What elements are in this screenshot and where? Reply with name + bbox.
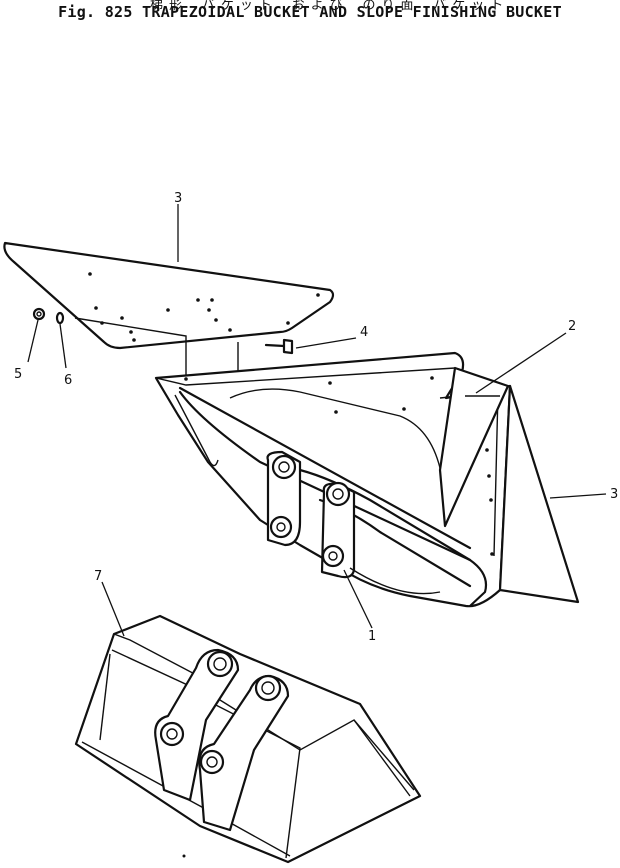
callout-2: 2 xyxy=(568,319,576,334)
side-plate-top xyxy=(3,241,335,350)
nut xyxy=(32,307,46,321)
side-plate-right xyxy=(498,384,580,604)
washer xyxy=(55,311,65,325)
assembly-line-a xyxy=(74,317,187,385)
trapezoidal-bucket xyxy=(74,614,422,864)
callout-7: 7 xyxy=(94,569,102,584)
callout-3-right: 3 xyxy=(610,487,618,502)
callout-6: 6 xyxy=(64,373,72,388)
figure-title: Fig. 825 TRAPEZOIDAL BUCKET AND SLOPE FI… xyxy=(58,3,562,21)
callout-4: 4 xyxy=(360,325,368,340)
callout-3-top: 3 xyxy=(174,191,182,206)
callout-1: 1 xyxy=(368,629,376,644)
bucket-frame xyxy=(154,351,512,608)
callout-leaders xyxy=(27,204,607,637)
callout-5: 5 xyxy=(14,367,22,382)
japanese-title: 梯形 バケット および のり面 バケット xyxy=(150,0,510,13)
bracket xyxy=(438,366,510,528)
bolt xyxy=(264,338,294,355)
